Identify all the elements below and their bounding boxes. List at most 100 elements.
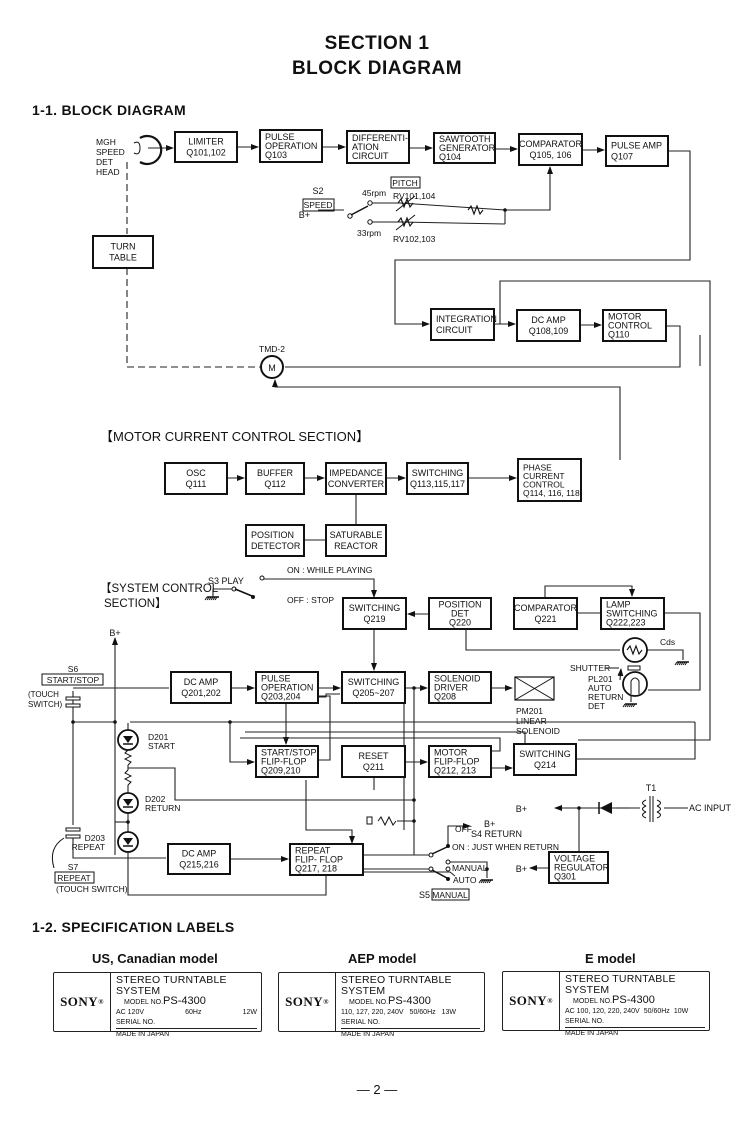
pl201-label: DET (588, 701, 605, 711)
product-name: STEREO TURNTABLE SYSTEM (341, 974, 452, 997)
block-label: PULSE (265, 132, 295, 142)
led-d202-icon (117, 792, 139, 814)
block-label: FLIP-FLOP (261, 757, 307, 767)
junction-dot (412, 686, 416, 690)
section-number: SECTION 1 (324, 33, 430, 54)
block-label: FLIP-FLOP (434, 757, 480, 767)
pitch-label-frame (390, 176, 421, 189)
switch-contact (259, 575, 265, 581)
connection-line (499, 280, 711, 741)
block-label: MOTOR (434, 747, 468, 757)
voltage: AC 100, 120, 220, 240V (565, 1008, 640, 1015)
block-label: DC AMP (182, 849, 217, 859)
junction-dot (503, 208, 507, 212)
serial-number-field: SERIAL NO. (341, 1018, 480, 1029)
block-frame (341, 745, 406, 778)
block-label: Q107 (611, 152, 633, 162)
bplus-label: B+ (299, 210, 310, 220)
lamp-filament-icon (630, 677, 640, 694)
rpm45-label: 45rpm (362, 188, 386, 198)
voltage: 110, 127, 220, 240V (341, 1009, 404, 1016)
d201-label: START (148, 741, 175, 751)
system-control-heading: 【SYSTEM CONTROL (100, 582, 219, 595)
block-label: PULSE AMP (611, 141, 662, 151)
signal-arrow (262, 578, 377, 598)
switch-contact (367, 200, 373, 206)
signal-arrow (544, 585, 635, 598)
head-label: HEAD (96, 167, 120, 177)
sony-logo: SONY (60, 994, 99, 1009)
repeat-label: REPEAT (57, 873, 90, 883)
wattage: 13W (441, 1009, 457, 1016)
frequency: 50/60Hz (643, 1008, 670, 1015)
signal-arrow (447, 823, 471, 846)
block-label: Q105, 106 (529, 150, 571, 160)
block-label: Q301 (554, 872, 576, 882)
touch-switch-plate (65, 703, 81, 708)
block-frame (92, 235, 154, 269)
switch-s6-label: S6 (68, 664, 79, 674)
connection-line (127, 852, 327, 896)
block-label: LIMITER (188, 137, 224, 147)
block-label: Q114, 116, 118 (523, 488, 580, 498)
junction-dot (412, 798, 416, 802)
block-frame (517, 458, 582, 502)
block-label: SWITCHING (349, 603, 401, 613)
ground-icon (204, 596, 219, 601)
block-diagram: LIMITERQ101,102PULSEOPERATIONQ103DIFFERE… (28, 129, 732, 901)
block-label: Q101,102 (186, 148, 226, 158)
motor-label: TMD-2 (259, 344, 285, 354)
resistor-icon (467, 204, 484, 216)
rpm33-label: 33rpm (357, 228, 381, 238)
block-label: TABLE (109, 253, 137, 263)
block-label: REACTOR (334, 541, 378, 551)
block-label: IMPEDANCE (329, 468, 383, 478)
block-label: Q219 (363, 614, 385, 624)
junction-dot (577, 806, 581, 810)
manual-label: MANUAL (432, 890, 468, 900)
switch-s3-label: S3 PLAY (208, 576, 244, 586)
block-frame (341, 671, 406, 704)
touch-switch-label: (TOUCH SWITCH) (56, 884, 128, 894)
switch-s5-label: S5 (419, 890, 430, 900)
block-label: Q205~207 (352, 688, 394, 698)
model-prefix: MODEL NO. (349, 999, 389, 1006)
d203-label: D203 (85, 833, 106, 843)
resistor-icon (377, 815, 397, 827)
d202-label: D202 (145, 794, 166, 804)
block-label: Q214 (534, 760, 556, 770)
block-label: CIRCUIT (352, 151, 389, 161)
lamp-icon (622, 671, 648, 697)
switch-contact (251, 595, 255, 599)
block-label: POSITION (438, 599, 481, 609)
manual-switch-lever (431, 869, 448, 879)
cds-label: Cds (660, 637, 675, 647)
serial-number-field: SERIAL NO. (565, 1017, 705, 1028)
touch-switch-plate (65, 834, 81, 839)
model-prefix: MODEL NO. (573, 998, 613, 1005)
block-frame (325, 462, 387, 495)
switch-s2-label: S2 (312, 186, 323, 196)
s5-manual-position-label: MANUAL (452, 863, 488, 873)
block-label: CIRCUIT (436, 325, 473, 335)
block-label: RESET (358, 751, 389, 761)
block-label: CONTROL (523, 479, 565, 489)
block-label: DRIVER (434, 683, 469, 693)
resistor-icon (123, 769, 133, 786)
return-switch-lever (431, 846, 448, 855)
block-frame (428, 671, 492, 704)
connection-line (647, 649, 684, 660)
connection-line (316, 695, 331, 761)
signal-arrow (272, 379, 554, 388)
block-label: REGULATOR (554, 863, 610, 873)
